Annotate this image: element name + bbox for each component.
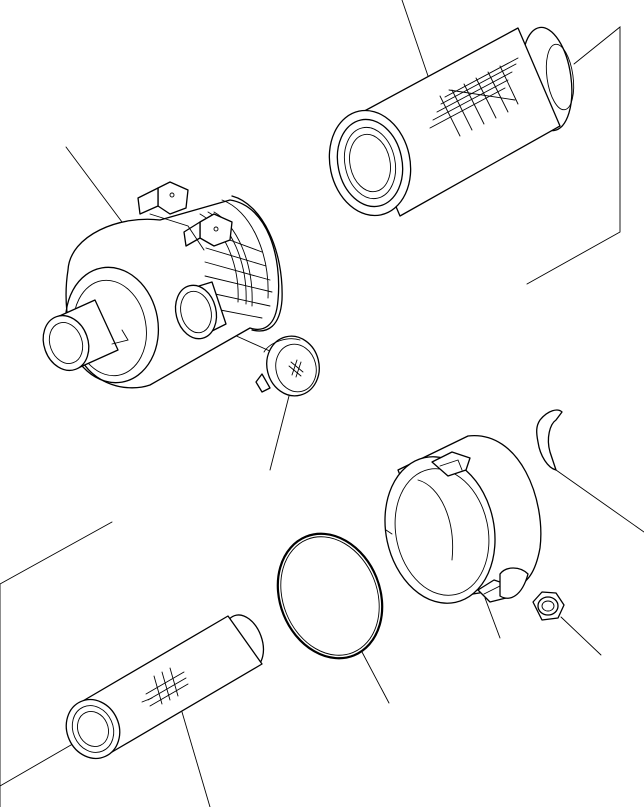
leader-line-evacuator	[269, 395, 290, 471]
outer-filter-element	[328, 26, 575, 217]
leader-line-rubber-strip	[555, 469, 644, 533]
wing-nut	[532, 591, 565, 621]
leader-line-dust-cup	[484, 597, 501, 639]
bracket-outer-filter	[526, 26, 621, 285]
o-ring-seal	[276, 532, 384, 660]
outer-filter-mesh	[429, 57, 519, 137]
leader-line-o-ring	[361, 651, 390, 704]
leader-line-inner-filter	[181, 711, 211, 807]
inner-filter-element	[65, 614, 265, 760]
evacuator-valve	[255, 335, 320, 397]
evacuator-mesh	[288, 359, 304, 378]
leader-line-evacuator-link	[231, 333, 273, 353]
leader-line-housing	[65, 146, 126, 227]
leader-line-outer-filter	[401, 0, 429, 77]
inner-filter-mesh	[141, 667, 189, 707]
mounting-brackets	[137, 181, 233, 251]
rubber-strip	[536, 409, 563, 471]
bracket-lower-group	[0, 521, 113, 807]
air-cleaner-housing	[42, 181, 283, 389]
dust-cup	[384, 435, 542, 604]
leader-line-wing-nut	[560, 616, 602, 656]
